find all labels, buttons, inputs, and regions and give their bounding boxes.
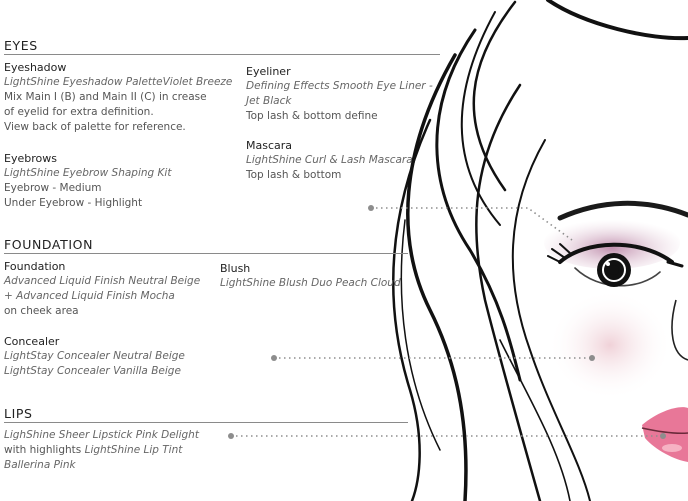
- pointer-dots: [228, 205, 666, 439]
- lips-highlight-line: with highlights LightShine Lip Tint: [4, 443, 234, 458]
- eyeshadow-product: LightShine Eyeshadow PaletteViolet Breez…: [4, 76, 233, 88]
- pointer-lines: [231, 207, 663, 437]
- concealer-product-2: LightStay Concealer Vanilla Beige: [4, 365, 181, 377]
- eyebrow: [557, 200, 688, 221]
- eyeliner-product-1: Defining Effects Smooth Eye Liner -: [246, 80, 433, 92]
- eye: [547, 242, 684, 287]
- section-title-lips: LIPS: [4, 406, 33, 421]
- eyeshadow-line-3: View back of palette for reference.: [4, 121, 186, 133]
- eyeliner-line-1: Top lash & bottom define: [246, 110, 378, 122]
- foundation-heading: Foundation: [4, 260, 66, 273]
- concealer-heading: Concealer: [4, 335, 60, 348]
- mascara-line-1: Top lash & bottom: [246, 169, 342, 181]
- eyeshadow-heading: Eyeshadow: [4, 61, 67, 74]
- eyeshadow-block: Eyeshadow LightShine Eyeshadow PaletteVi…: [4, 60, 244, 135]
- lips-highlight-prefix: with highlights: [4, 444, 85, 456]
- lips-divider: [4, 422, 408, 423]
- lips-highlight-shade: Ballerina Pink: [4, 459, 76, 471]
- eyebrows-heading: Eyebrows: [4, 152, 57, 165]
- hair-strands: [391, 0, 688, 501]
- lips-highlight-product: LightShine Lip Tint: [84, 444, 183, 456]
- foundation-product-1: Advanced Liquid Finish Neutral Beige: [4, 275, 201, 287]
- blush-area: [548, 290, 672, 400]
- concealer-product-1: LightStay Concealer Neutral Beige: [4, 350, 185, 362]
- lips-block: LighShine Sheer Lipstick Pink Delight wi…: [4, 428, 234, 473]
- eyeliner-block: Eyeliner Defining Effects Smooth Eye Lin…: [246, 64, 446, 124]
- concealer-block: Concealer LightStay Concealer Neutral Be…: [4, 334, 224, 379]
- eyebrows-product: LightShine Eyebrow Shaping Kit: [4, 167, 172, 179]
- eyeliner-heading: Eyeliner: [246, 65, 291, 78]
- nose: [671, 299, 688, 361]
- eyeshadow-line-1: Mix Main I (B) and Main II (C) in crease: [4, 91, 207, 103]
- eyes-divider: [4, 54, 440, 55]
- mascara-heading: Mascara: [246, 139, 293, 152]
- eyebrows-block: Eyebrows LightShine Eyebrow Shaping Kit …: [4, 151, 234, 211]
- mascara-product: LightShine Curl & Lash Mascara: [246, 154, 413, 166]
- section-title-eyes: EYES: [4, 38, 38, 53]
- eyebrows-line-2: Under Eyebrow - Highlight: [4, 197, 143, 209]
- blush-product: LightShine Blush Duo Peach Cloud: [220, 277, 401, 289]
- blush-heading: Blush: [220, 262, 251, 275]
- section-title-foundation: FOUNDATION: [4, 237, 94, 252]
- eyebrows-line-1: Eyebrow - Medium: [4, 182, 102, 194]
- mascara-block: Mascara LightShine Curl & Lash Mascara T…: [246, 138, 446, 183]
- lips-product: LighShine Sheer Lipstick Pink Delight: [4, 429, 199, 441]
- foundation-divider: [4, 253, 408, 254]
- blush-block: Blush LightShine Blush Duo Peach Cloud: [220, 261, 420, 291]
- eyeliner-product-2: Jet Black: [246, 95, 292, 107]
- eyeshadow-line-2: of eyelid for extra definition.: [4, 106, 154, 118]
- foundation-block: Foundation Advanced Liquid Finish Neutra…: [4, 259, 219, 319]
- foundation-product-2: + Advanced Liquid Finish Mocha: [4, 290, 175, 302]
- foundation-line-1: on cheek area: [4, 305, 79, 317]
